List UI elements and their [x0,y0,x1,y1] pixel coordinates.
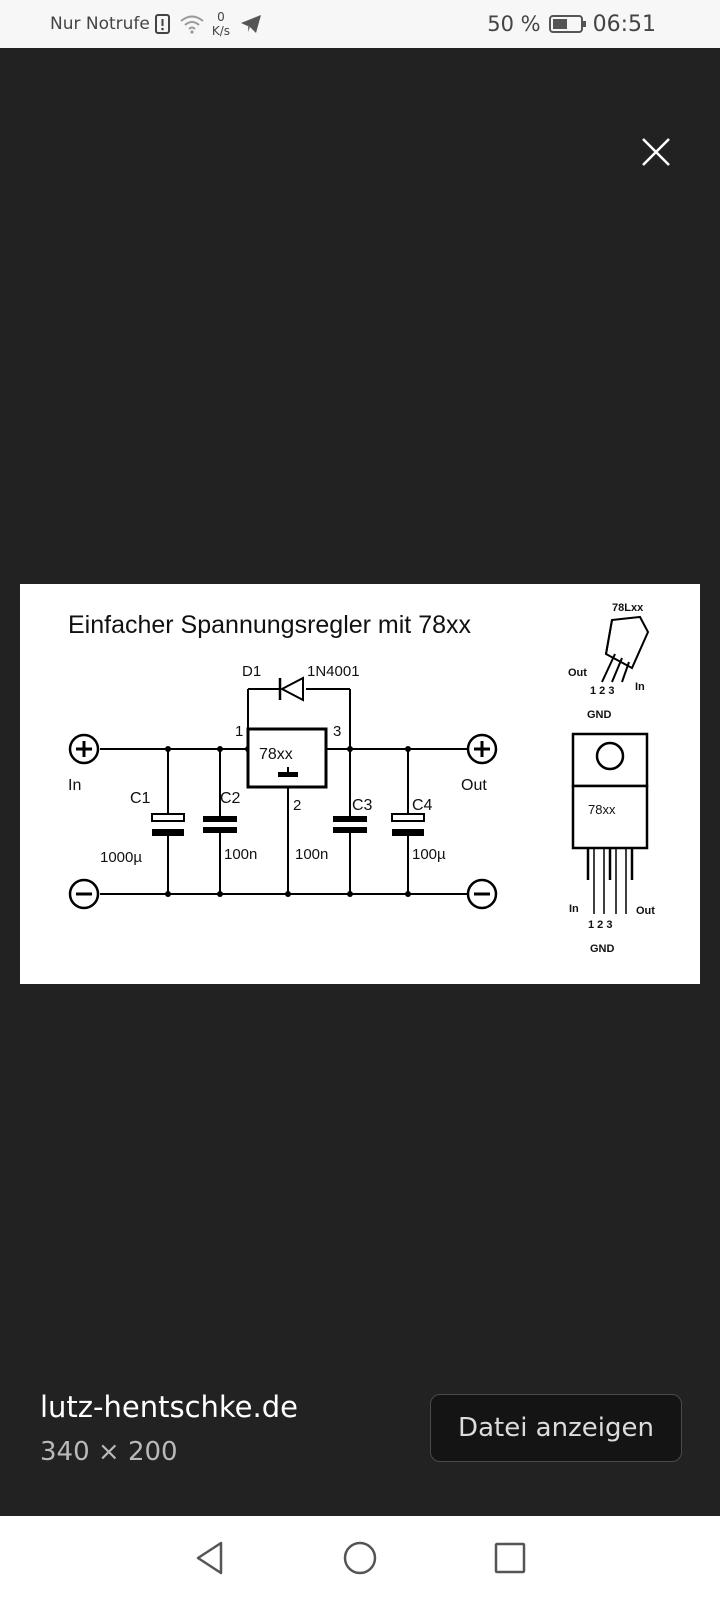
wifi-icon [180,15,204,34]
open-file-button[interactable]: Datei anzeigen [430,1394,682,1462]
pkg-small-drawing [601,615,650,683]
pkg-small-out: Out [568,667,587,679]
in-label: In [68,777,81,794]
close-button[interactable] [636,132,676,172]
pkg-large-out: Out [636,905,655,917]
image-dimensions: 340 × 200 [40,1437,178,1467]
source-domain[interactable]: lutz-hentschke.de [40,1390,298,1424]
battery-percent: 50 % [487,12,541,36]
home-circle-icon [343,1541,377,1575]
recents-button[interactable] [435,1516,585,1600]
sim-alert-icon [154,14,170,34]
carrier-text: Nur Notrufe [50,14,150,34]
capacitor-c1 [151,813,185,836]
telegram-icon [241,15,262,33]
pkg-small-label: 78Lxx [612,602,644,614]
capacitor-c2 [203,816,237,833]
pin-2: 2 [293,797,301,814]
cap-c4-value: 100µ [412,846,446,863]
recents-square-icon [494,1542,526,1574]
capacitor-c4 [391,813,425,836]
home-button[interactable] [285,1516,435,1600]
regulator-label: 78xx [259,746,293,763]
network-speed-unit: K/s [211,24,231,38]
pkg-large-gnd: GND [590,943,615,955]
back-button[interactable] [135,1516,285,1600]
pkg-large-label: 78xx [588,802,616,817]
pkg-large-in: In [569,903,579,915]
battery-icon [548,15,586,33]
cap-c4-name: C4 [412,797,433,814]
pkg-large-pins: 1 2 3 [588,919,612,931]
network-speed-value: 0 [217,10,225,24]
status-bar: Nur Notrufe 0 K/s 50 % 06:51 [0,0,720,48]
regulator-box [246,727,328,789]
out-label: Out [461,777,487,794]
cap-c2-value: 100n [224,846,257,863]
capacitor-c3 [333,816,367,833]
pin-1: 1 [235,723,243,740]
status-right: 50 % 06:51 [487,0,656,48]
diode-d1 [278,676,304,702]
navigation-bar [0,1516,720,1600]
clock: 06:51 [592,11,656,37]
pkg-large-drawing [571,732,649,880]
status-left: Nur Notrufe 0 K/s [50,0,262,48]
cap-c1-value: 1000µ [100,849,142,866]
diode-part: 1N4001 [307,663,360,680]
back-triangle-icon [196,1541,223,1575]
cap-c3-name: C3 [352,797,373,814]
network-speed: 0 K/s [212,10,230,38]
cap-c1-name: C1 [130,790,151,807]
diode-label: D1 [242,663,261,680]
preview-image: Einfacher Spannungsregler mit 78xx [20,584,700,984]
pkg-small-pins: 1 2 3 [590,685,614,697]
cap-c2-name: C2 [220,790,241,807]
schematic-title: Einfacher Spannungsregler mit 78xx [68,611,472,639]
pin-3: 3 [333,723,341,740]
schematic: Einfacher Spannungsregler mit 78xx [68,602,655,955]
cap-c3-value: 100n [295,846,328,863]
pkg-small-gnd: GND [587,709,612,721]
pkg-small-in: In [635,681,645,693]
close-icon [642,138,670,166]
